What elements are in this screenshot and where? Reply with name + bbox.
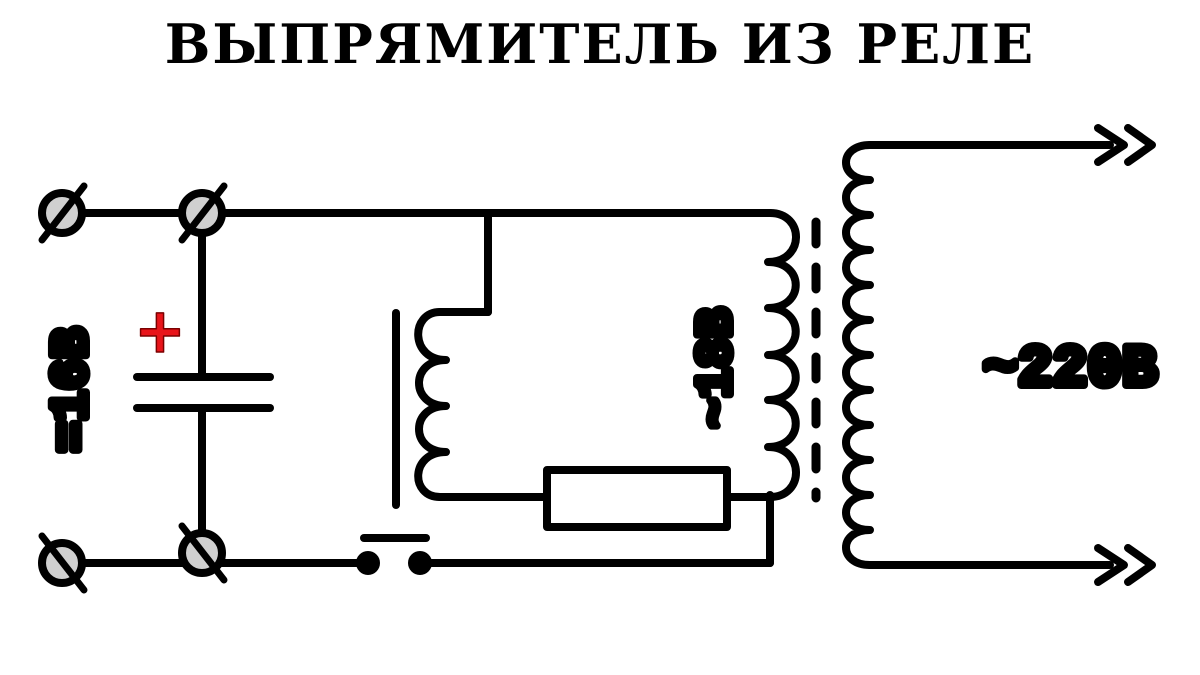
capacitor-plus-sign: + — [134, 294, 186, 367]
relay-switch-contact — [356, 534, 432, 575]
terminal-plus-right — [178, 182, 228, 244]
mains-voltage-label: ~220В — [983, 338, 1157, 403]
dc-voltage-label: =16В — [43, 328, 102, 453]
electrolytic-capacitor — [133, 373, 274, 412]
terminal-minus-right — [178, 522, 228, 584]
diagram-title: ВЫПРЯМИТЕЛЬ ИЗ РЕЛЕ — [164, 12, 1036, 76]
secondary-voltage-label: ~18В — [689, 308, 746, 428]
terminal-plus-left — [38, 182, 88, 244]
series-resistor — [543, 466, 731, 531]
output-terminals — [38, 182, 228, 594]
primary-winding — [842, 141, 874, 569]
secondary-winding — [764, 209, 800, 501]
mains-plug-top — [866, 124, 1156, 166]
relay-coil — [414, 308, 450, 501]
terminal-minus-left — [38, 532, 88, 594]
mains-plug-bottom — [866, 544, 1156, 586]
